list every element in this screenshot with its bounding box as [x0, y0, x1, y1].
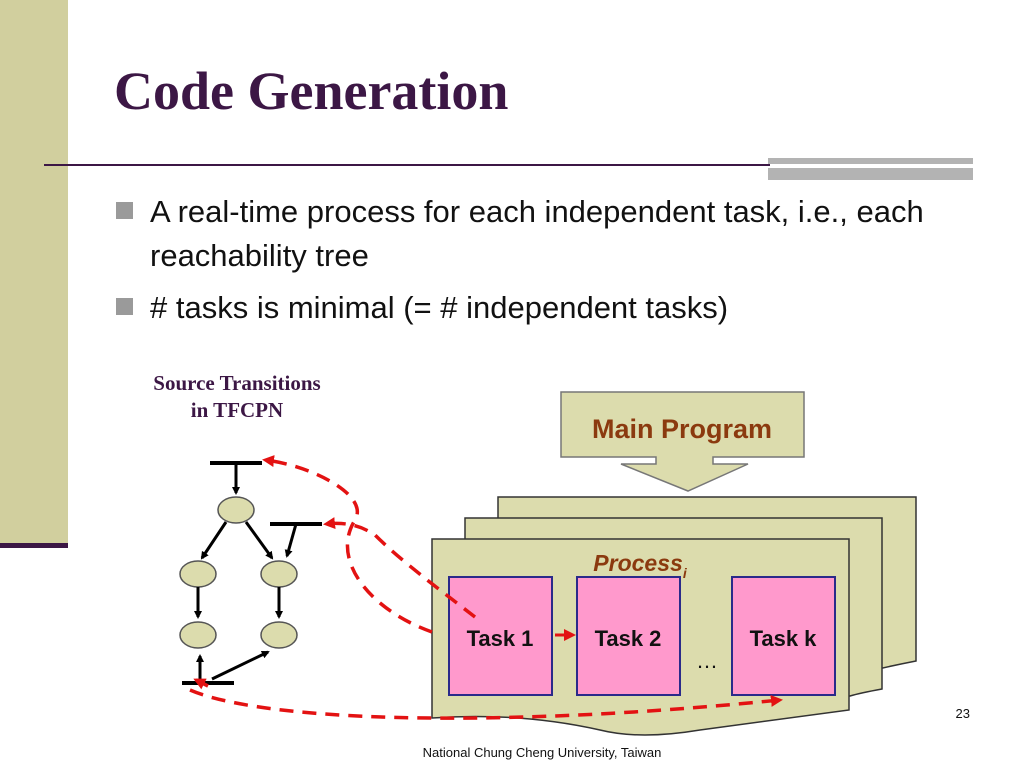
left-decor-rule: [0, 543, 68, 548]
task-2-box: Task 2: [576, 576, 681, 696]
arc: [284, 523, 298, 558]
task-1-label: Task 1: [467, 626, 534, 651]
petri-net: [179, 461, 322, 685]
bullet-list: A real-time process for each independent…: [116, 190, 936, 338]
mapping-arrow-top: [262, 455, 433, 634]
place-low-right: [260, 621, 298, 649]
task-ellipsis: …: [696, 648, 718, 673]
task-k-label: Task k: [750, 626, 818, 651]
source-label-line2: in TFCPN: [190, 398, 284, 422]
arc: [244, 521, 274, 560]
left-decor-band: [0, 0, 68, 546]
bullet-item: A real-time process for each independent…: [116, 190, 936, 278]
bullet-item: # tasks is minimal (= # independent task…: [116, 286, 936, 330]
mapping-arrows: [189, 455, 783, 720]
square-bullet-icon: [116, 298, 133, 315]
title-underline-accent-top: [768, 158, 973, 164]
square-bullet-icon: [116, 202, 133, 219]
place-low-left: [179, 621, 217, 649]
arc: [200, 521, 228, 560]
task-k-box: Task k: [731, 576, 836, 696]
place-mid-right: [260, 560, 298, 588]
bullet-text: # tasks is minimal (= # independent task…: [150, 290, 729, 325]
process-label: Processi: [593, 550, 688, 581]
mapping-arrow-middle: [323, 517, 477, 619]
task-2-label: Task 2: [595, 626, 662, 651]
slide-number: 23: [955, 706, 970, 721]
mapping-arrow-bottom: [189, 688, 783, 720]
source-label-line1: Source Transitions: [153, 371, 321, 395]
title-underline: [44, 164, 770, 166]
footer-text: National Chung Cheng University, Taiwan: [422, 745, 662, 760]
arc: [211, 650, 270, 681]
slide-title: Code Generation: [114, 61, 509, 121]
place-top: [217, 496, 255, 524]
main-program-callout: Main Program: [560, 391, 805, 492]
place-mid-left: [179, 560, 217, 588]
title-underline-accent-bottom: [768, 168, 973, 180]
source-transitions-label: Source Transitions in TFCPN: [112, 370, 362, 424]
main-program-label: Main Program: [592, 414, 772, 444]
mapping-arrow-bottom-start: [193, 678, 209, 690]
task-1-box: Task 1: [448, 576, 553, 696]
bullet-text: A real-time process for each independent…: [150, 194, 924, 273]
